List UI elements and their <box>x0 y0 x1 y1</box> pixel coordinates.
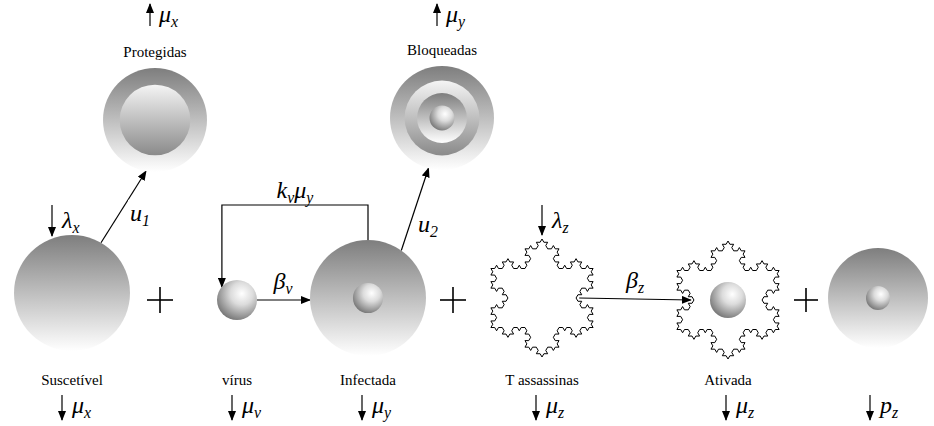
inner-layer <box>430 106 455 131</box>
rate-arrow <box>52 4 870 420</box>
connector-arrow <box>401 168 428 250</box>
cell-name: Ativada <box>704 372 751 389</box>
connector-arrow <box>257 299 310 300</box>
activated-t-cell: Ativada <box>668 240 788 360</box>
rate-label: βz <box>624 267 646 293</box>
rate-arrow <box>61 395 62 420</box>
plus-sign <box>159 287 161 313</box>
cell-name: Protegidas <box>123 44 186 61</box>
cell-sphere <box>14 235 130 351</box>
rate-label: μv <box>240 392 263 418</box>
virus-sphere <box>353 283 383 313</box>
virus-particle: vírus <box>217 280 257 320</box>
koch-snowflake <box>677 241 779 359</box>
cell-name: Suscetível <box>41 372 103 389</box>
koch-snowflake <box>491 239 593 357</box>
rate-label: μy <box>370 392 393 418</box>
cell-name: Bloqueadas <box>407 42 477 59</box>
rate-arrow <box>149 4 150 26</box>
killer-t-cell: T assassinas <box>482 238 602 358</box>
rate-label: u2 <box>416 211 440 237</box>
plus-sign <box>805 288 807 312</box>
rate-label: pz <box>878 392 900 418</box>
shape-outline <box>390 66 494 170</box>
rate-label: μx <box>70 392 93 418</box>
rate-label: μz <box>544 392 566 418</box>
cell-name: Infectada <box>340 372 396 389</box>
rate-label: λz <box>550 207 571 233</box>
rate-arrow <box>436 4 437 26</box>
inner-layer <box>417 93 467 143</box>
rate-arrow <box>231 395 232 420</box>
rate-label: μy <box>444 1 467 27</box>
rate-arrow <box>869 395 870 420</box>
rate-arrow <box>535 395 536 420</box>
rate-label: βv <box>272 268 295 294</box>
shape-outline <box>668 240 788 360</box>
infected-cell: Infectada <box>310 240 426 356</box>
shape-outline <box>482 238 602 358</box>
shape-outline <box>14 235 130 351</box>
cell-sphere <box>310 240 426 356</box>
inner-layer <box>405 81 480 156</box>
cell-sphere <box>103 68 207 172</box>
rate-arrow <box>361 395 362 420</box>
virus-sphere <box>866 286 890 310</box>
rate-label: μx <box>157 1 180 27</box>
cell-name: T assassinas <box>505 372 578 389</box>
virus-sphere <box>710 282 746 318</box>
protected-cell: Protegidas <box>103 68 207 172</box>
rate-arrow <box>51 205 52 236</box>
rate-label: μz <box>734 392 756 418</box>
cell-name: vírus <box>222 372 252 389</box>
rate-label: kvμy <box>275 177 316 203</box>
cell-sphere <box>390 66 494 170</box>
connector-arrow <box>579 298 691 300</box>
shape-outline <box>310 240 426 356</box>
shape-outline <box>103 68 207 172</box>
susceptible-cell: Suscetível <box>14 235 130 351</box>
rate-arrow <box>725 395 726 420</box>
virus-sphere <box>217 280 257 320</box>
rate-label: u1 <box>128 200 152 226</box>
plus-sign <box>452 287 454 313</box>
shape-outline <box>217 280 257 320</box>
blocked-cell: Bloqueadas <box>390 66 494 170</box>
inner-layer <box>120 85 191 156</box>
rate-arrow <box>541 205 542 235</box>
rate-label: λx <box>60 207 81 233</box>
cell-sphere <box>828 248 928 348</box>
